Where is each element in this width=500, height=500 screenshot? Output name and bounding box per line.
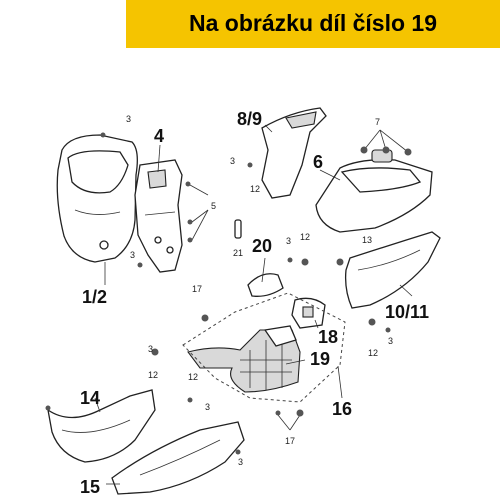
part-front-shield [56, 134, 138, 263]
callout-15: 15 [80, 477, 100, 497]
ref-12: 12 [368, 348, 378, 358]
ref-12: 12 [250, 184, 260, 194]
ref-12: 12 [300, 232, 310, 242]
ref-5: 5 [211, 201, 216, 211]
callout-10-11: 10/11 [385, 302, 429, 322]
callout-1-2: 1/2 [82, 287, 107, 307]
banner-title: Na obrázku díl číslo 19 [189, 10, 437, 36]
part-small-cover [291, 297, 326, 329]
fasteners [45, 132, 412, 455]
ref-3: 3 [388, 336, 393, 346]
callout-6: 6 [313, 152, 323, 172]
ref-13: 13 [362, 235, 372, 245]
ref-17: 17 [285, 436, 295, 446]
callout-16: 16 [332, 399, 352, 419]
ref-12: 12 [188, 372, 198, 382]
callout-4: 4 [154, 126, 164, 146]
ref-3: 3 [148, 344, 153, 354]
part-inner-panel [134, 159, 183, 273]
ref-3: 3 [286, 236, 291, 246]
title-banner: Na obrázku díl číslo 19 [126, 0, 500, 48]
assembly-outline-16 [182, 292, 346, 403]
callout-18: 18 [318, 327, 338, 347]
part-left-underbody [47, 389, 156, 463]
ref-17: 17 [192, 284, 202, 294]
part-floor-mat-19 [187, 325, 301, 393]
callout-14: 14 [80, 388, 100, 408]
ref-3: 3 [130, 250, 135, 260]
callout-19: 19 [310, 349, 330, 369]
ref-3: 3 [126, 114, 131, 124]
ref-3: 3 [238, 457, 243, 467]
callout-20: 20 [252, 236, 272, 256]
part-storage-tray [315, 149, 433, 233]
callout-8-9: 8/9 [237, 109, 262, 129]
ref-3: 3 [230, 156, 235, 166]
ref-7: 7 [375, 117, 380, 127]
part-side-strip [261, 107, 327, 199]
part-bracket [234, 219, 284, 297]
ref-21: 21 [233, 248, 243, 258]
ref-12: 12 [148, 370, 158, 380]
ref-3: 3 [205, 402, 210, 412]
leader-lines [94, 124, 413, 485]
part-right-underbody [111, 421, 245, 495]
part-rear-side-cover [344, 231, 441, 309]
